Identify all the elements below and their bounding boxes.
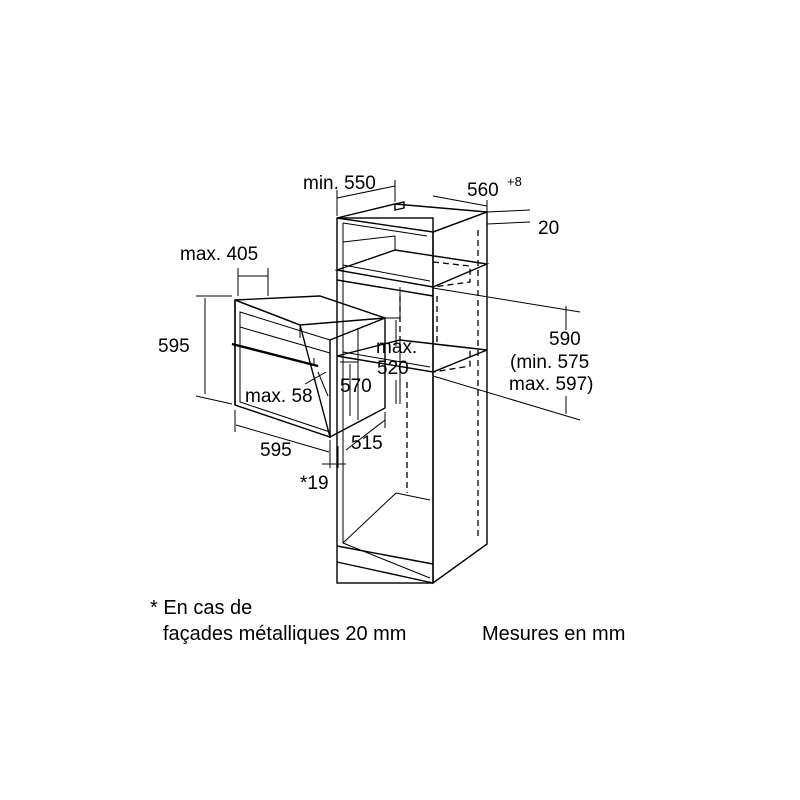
oven — [231, 295, 386, 439]
label-min-575: (min. 575 — [510, 352, 589, 373]
label-515: 515 — [351, 433, 383, 454]
label-max: max. — [376, 337, 417, 358]
label-max-58: max. 58 — [245, 386, 313, 407]
label-max-405: max. 405 — [180, 244, 258, 265]
label-oven-width-595: 595 — [260, 440, 292, 461]
dimension-lines — [195, 180, 581, 468]
label-19: *19 — [300, 473, 329, 494]
label-oven-height-595: 595 — [158, 336, 190, 357]
footnote-line1: * En cas de — [150, 597, 252, 619]
label-590: 590 — [549, 329, 581, 350]
label-560: 560 — [467, 180, 499, 201]
label-min-550: min. 550 — [303, 173, 376, 194]
label-570: 570 — [340, 376, 372, 397]
cabinet — [334, 201, 490, 585]
footnote-line2: façades métalliques 20 mm — [163, 623, 406, 645]
label-520: 520 — [377, 358, 409, 379]
label-560-tolerance: +8 — [507, 174, 522, 189]
label-20: 20 — [538, 218, 559, 239]
units-note: Mesures en mm — [482, 623, 625, 645]
label-max-597: max. 597) — [509, 374, 593, 395]
